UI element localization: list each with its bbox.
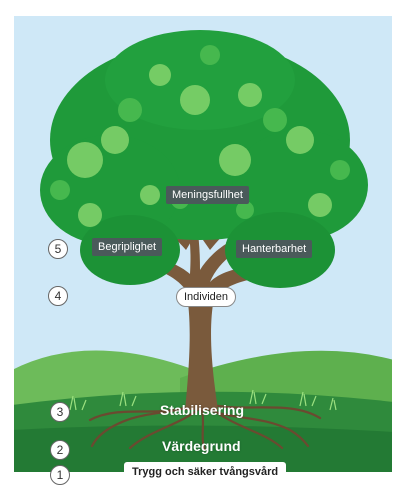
- number-marker-5: 5: [48, 239, 68, 259]
- number-marker-2: 2: [50, 440, 70, 460]
- roots: [88, 403, 322, 452]
- number-marker-1: 1: [50, 465, 70, 485]
- label-individen: Individen: [176, 287, 237, 307]
- label-hanterbarhet: Hanterbarhet: [236, 240, 313, 258]
- number-marker-3: 3: [50, 402, 70, 422]
- label-meningsfullhet: Meningsfullhet: [166, 186, 249, 204]
- label-begriplighet: Begriplighet: [92, 238, 163, 256]
- level-base: Trygg och säker tvångsvård: [124, 462, 287, 482]
- level-vardegrund: Värdegrund: [162, 438, 241, 454]
- canopy: [40, 30, 368, 288]
- lower-ground: [12, 425, 394, 474]
- number-marker-4: 4: [48, 286, 68, 306]
- level-stabilisering: Stabilisering: [160, 402, 245, 418]
- grass: [69, 389, 337, 411]
